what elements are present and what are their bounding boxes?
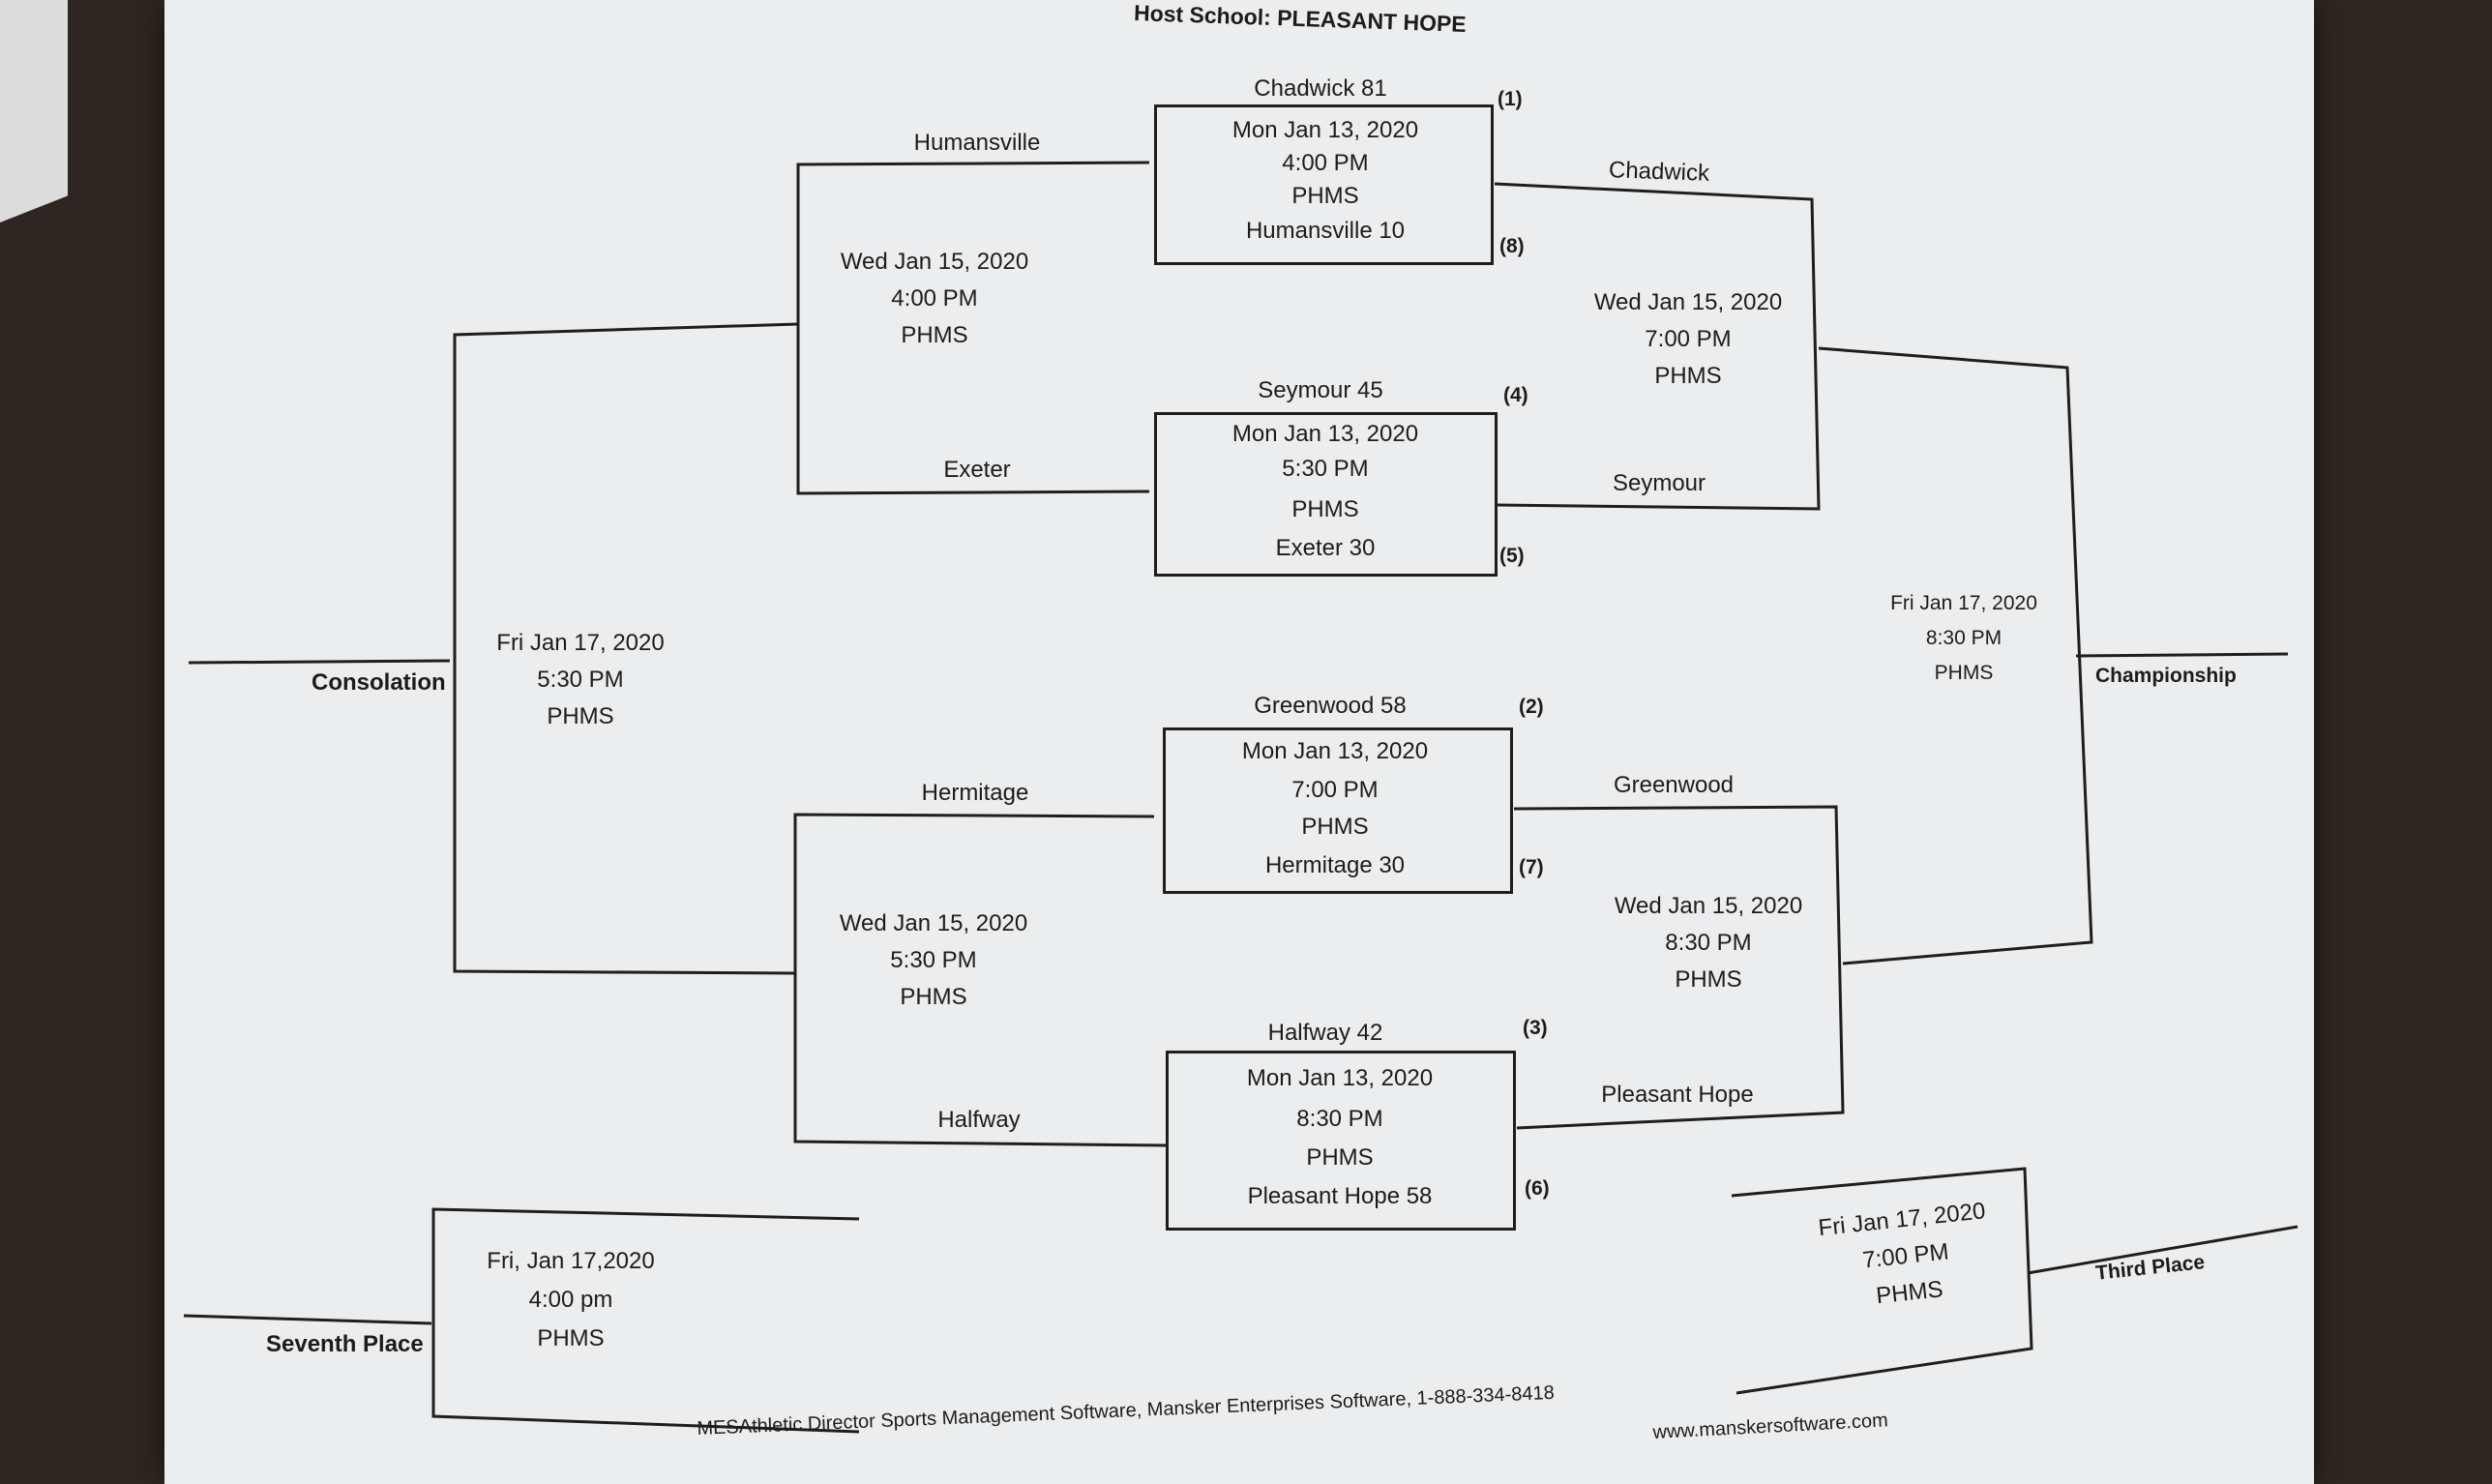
right-semi-2-info: Wed Jan 15, 2020 8:30 PM PHMS	[1563, 888, 1854, 998]
game-3-info: Mon Jan 13, 2020 7:00 PM PHMS Hermitage …	[1190, 733, 1480, 884]
game-3-site: PHMS	[1301, 814, 1369, 840]
game-4-site: PHMS	[1306, 1144, 1374, 1171]
game-4-info: Mon Jan 13, 2020 8:30 PM PHMS Pleasant H…	[1195, 1060, 1485, 1215]
game-1-site: PHMS	[1291, 183, 1359, 209]
game-2-bottom-seed: (5)	[1499, 545, 1525, 567]
left-semi-2-date: Wed Jan 15, 2020	[839, 910, 1028, 936]
game-4-date: Mon Jan 13, 2020	[1246, 1065, 1434, 1091]
game-2-site: PHMS	[1291, 496, 1359, 522]
game-3-time: 7:00 PM	[1291, 777, 1379, 803]
left-semi-1-top-team: Humansville	[913, 130, 1041, 156]
game-3-top-team: Greenwood 58	[1254, 693, 1407, 719]
left-semi-1-bottom-team: Exeter	[943, 457, 1011, 483]
seventh-place-date: Fri, Jan 17,2020	[487, 1248, 655, 1274]
right-semi-1-info: Wed Jan 15, 2020 7:00 PM PHMS	[1543, 284, 1833, 395]
game-2-time: 5:30 PM	[1282, 456, 1369, 482]
consolation-label: Consolation	[312, 669, 446, 696]
left-semi-1-date: Wed Jan 15, 2020	[840, 249, 1029, 275]
game-3-bottom-seed: (7)	[1519, 856, 1544, 878]
consolation-info: Fri Jan 17, 2020 5:30 PM PHMS	[435, 625, 726, 735]
game-1-top-team: Chadwick 81	[1254, 75, 1387, 102]
game-2-top-seed: (4)	[1503, 384, 1528, 406]
right-semi-1-date: Wed Jan 15, 2020	[1593, 289, 1783, 315]
game-4-top-seed: (3)	[1523, 1017, 1548, 1039]
seventh-place-info: Fri, Jan 17,2020 4:00 pm PHMS	[426, 1242, 716, 1358]
left-semi-2-bottom-team: Halfway	[937, 1107, 1021, 1133]
game-2-date: Mon Jan 13, 2020	[1231, 421, 1419, 447]
game-3-date: Mon Jan 13, 2020	[1241, 738, 1429, 764]
game-3-bottom-team: Hermitage 30	[1264, 852, 1406, 878]
game-box-2	[1154, 412, 1498, 577]
game-4-time: 8:30 PM	[1296, 1106, 1383, 1132]
bracket-line	[1513, 805, 1845, 1130]
consolation-date: Fri Jan 17, 2020	[496, 630, 665, 656]
bracket-sheet	[164, 0, 2314, 1484]
bracket-line	[2075, 652, 2289, 658]
bracket-line	[183, 1314, 432, 1325]
right-semi-1-bottom-team: Seymour	[1612, 470, 1706, 496]
left-semi-2-top-team: Hermitage	[921, 780, 1029, 806]
left-semi-1-time: 4:00 PM	[891, 285, 978, 312]
corner-paper	[0, 0, 68, 223]
bracket-line	[431, 1207, 860, 1434]
championship-info: Fri Jan 17, 2020 8:30 PM PHMS	[1819, 586, 2109, 691]
game-4-top-team: Halfway 42	[1267, 1020, 1383, 1046]
right-semi-1-time: 7:00 PM	[1645, 326, 1732, 352]
left-semi-1-site: PHMS	[901, 322, 968, 348]
game-1-bottom-team: Humansville 10	[1245, 218, 1406, 244]
right-semi-1-site: PHMS	[1654, 363, 1722, 389]
game-box-3	[1163, 727, 1513, 894]
right-semi-2-site: PHMS	[1675, 966, 1742, 993]
consolation-site: PHMS	[547, 703, 614, 729]
right-semi-2-bottom-team: Pleasant Hope	[1601, 1082, 1754, 1108]
game-4-bottom-seed: (6)	[1525, 1177, 1550, 1200]
bracket-line	[453, 322, 799, 975]
right-semi-2-time: 8:30 PM	[1665, 930, 1752, 956]
game-box-1	[1154, 104, 1494, 265]
left-semi-2-info: Wed Jan 15, 2020 5:30 PM PHMS	[788, 905, 1079, 1016]
right-semi-2-date: Wed Jan 15, 2020	[1614, 893, 1803, 919]
game-1-time: 4:00 PM	[1282, 150, 1369, 176]
game-box-4	[1166, 1051, 1516, 1231]
championship-site: PHMS	[1934, 662, 1994, 684]
game-1-info: Mon Jan 13, 2020 4:00 PM PHMS Humansvill…	[1180, 112, 1470, 250]
seventh-place-label: Seventh Place	[266, 1331, 424, 1357]
left-semi-2-site: PHMS	[900, 984, 967, 1010]
game-1-bottom-seed: (8)	[1499, 235, 1525, 257]
bracket-line	[793, 813, 1168, 1147]
seventh-place-time: 4:00 pm	[528, 1287, 613, 1313]
left-semi-2-time: 5:30 PM	[890, 947, 977, 973]
consolation-time: 5:30 PM	[537, 667, 624, 693]
game-2-info: Mon Jan 13, 2020 5:30 PM PHMS Exeter 30	[1180, 416, 1470, 567]
bracket-line	[1731, 1167, 2033, 1395]
right-semi-2-top-team: Greenwood	[1613, 772, 1735, 798]
game-1-date: Mon Jan 13, 2020	[1231, 117, 1419, 143]
bracket-line	[2027, 1225, 2299, 1275]
bracket-line	[188, 659, 451, 665]
bracket-line	[1494, 182, 1821, 511]
game-2-top-team: Seymour 45	[1258, 377, 1383, 403]
game-3-top-seed: (2)	[1519, 696, 1544, 718]
left-semi-1-info: Wed Jan 15, 2020 4:00 PM PHMS	[789, 244, 1080, 354]
seventh-place-site: PHMS	[537, 1325, 605, 1351]
game-1-top-seed: (1)	[1498, 88, 1523, 110]
championship-time: 8:30 PM	[1925, 627, 2002, 649]
game-2-bottom-team: Exeter 30	[1275, 535, 1376, 561]
championship-label: Championship	[2095, 665, 2237, 687]
bracket-line	[796, 161, 1150, 495]
game-4-bottom-team: Pleasant Hope 58	[1247, 1183, 1433, 1209]
championship-date: Fri Jan 17, 2020	[1890, 592, 2037, 614]
